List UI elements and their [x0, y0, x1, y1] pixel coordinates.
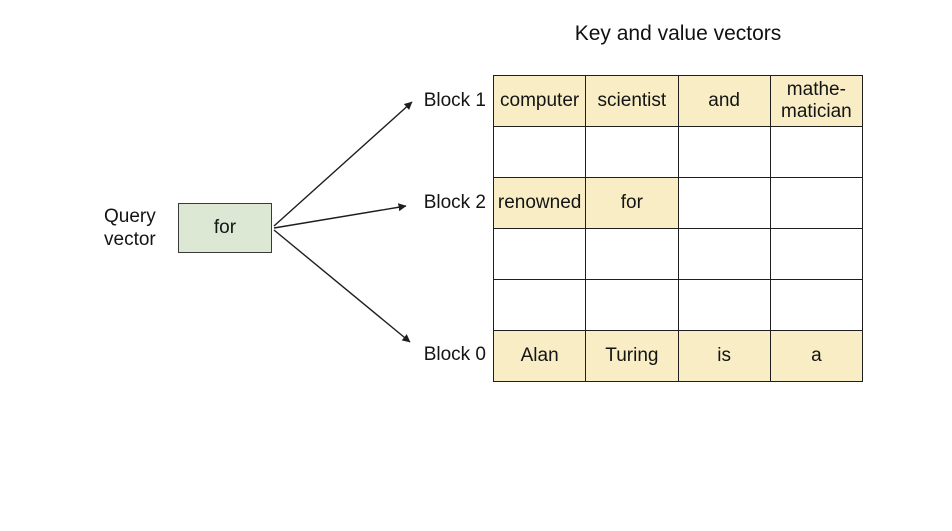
query-vector-label: Query vector	[104, 206, 156, 250]
table-row	[492, 228, 864, 280]
table-cell: mathe- matician	[769, 75, 864, 127]
table-cell: for	[585, 177, 679, 229]
table-cell	[585, 279, 679, 331]
table-row	[492, 126, 864, 178]
table-cell	[769, 228, 864, 280]
table-cell	[677, 279, 771, 331]
table-cell: scientist	[585, 75, 679, 127]
table-cell: a	[769, 330, 864, 382]
arrow-to-block-1	[273, 101, 413, 227]
table-cell	[677, 126, 771, 178]
table-cell	[677, 177, 771, 229]
table-cell	[492, 279, 587, 331]
table-cell: renowned	[492, 177, 587, 229]
table-row: renowned for	[492, 177, 864, 229]
table-cell: Turing	[585, 330, 679, 382]
table-cell	[492, 126, 587, 178]
table-cell	[585, 228, 679, 280]
block-1-label: Block 1	[423, 90, 486, 111]
table-row: computer scientist and mathe- matician	[492, 75, 864, 127]
table-cell	[677, 228, 771, 280]
arrow-to-block-0	[273, 229, 411, 343]
table-cell	[769, 126, 864, 178]
table-cell	[769, 177, 864, 229]
table-title: Key and value vectors	[574, 22, 782, 45]
table-cell: and	[677, 75, 771, 127]
query-vector-box: for	[178, 203, 272, 253]
block-2-label: Block 2	[423, 192, 486, 213]
arrow-to-block-2	[273, 203, 407, 229]
table-cell: computer	[492, 75, 587, 127]
table-cell: is	[677, 330, 771, 382]
table-cell	[585, 126, 679, 178]
key-value-table: computer scientist and mathe- matician r…	[492, 75, 864, 382]
block-0-label: Block 0	[423, 344, 486, 365]
table-cell: Alan	[492, 330, 587, 382]
query-vector-box-text: for	[213, 217, 237, 238]
table-cell	[492, 228, 587, 280]
table-cell	[769, 279, 864, 331]
table-row: Alan Turing is a	[492, 330, 864, 382]
table-row	[492, 279, 864, 331]
